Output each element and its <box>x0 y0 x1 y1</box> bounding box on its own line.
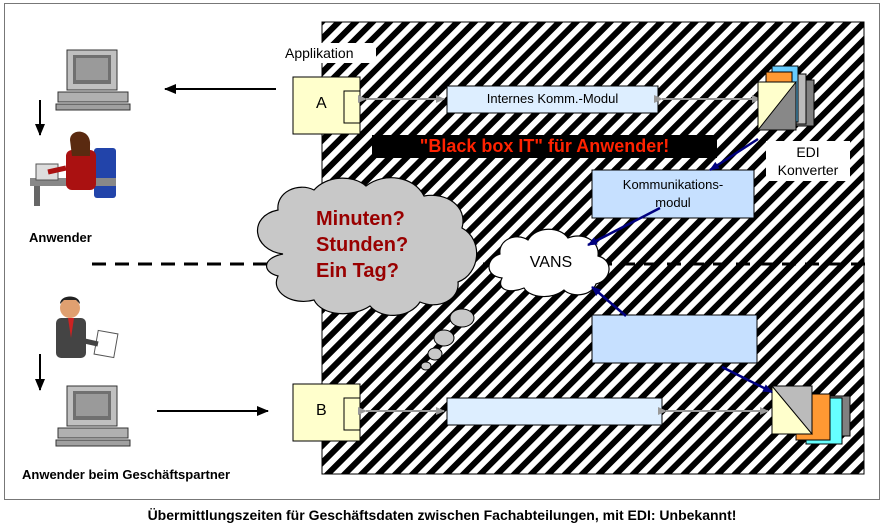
cloud-line2: Stunden? <box>316 234 408 257</box>
cloud-line3: Ein Tag? <box>316 260 399 283</box>
application-b-port <box>344 398 360 430</box>
internal-comm-module-bottom <box>447 398 662 425</box>
thought-bubble-1 <box>450 309 474 327</box>
computer-bottom-icon <box>56 386 130 446</box>
edi-label-line2: Konverter <box>766 162 850 178</box>
black-box-banner-text: "Black box IT" für Anwender! <box>372 136 717 157</box>
edi-converter-top-icon <box>758 66 814 130</box>
application-a-port <box>344 91 360 123</box>
thought-bubble-2 <box>434 330 454 346</box>
comm-module-label-line2: modul <box>592 195 754 210</box>
thought-bubble-4 <box>421 362 431 370</box>
cloud-line1: Minuten? <box>316 208 405 231</box>
computer-top-icon <box>56 50 130 110</box>
applikation-label: Applikation <box>285 45 354 61</box>
application-b-label: B <box>316 402 327 420</box>
figure-caption: Übermittlungszeiten für Geschäftsdaten z… <box>0 507 884 523</box>
edi-label-line1: EDI <box>766 144 850 160</box>
anwender-label: Anwender <box>29 230 92 245</box>
comm-module-label-line1: Kommunikations- <box>592 177 754 192</box>
user-at-desk-icon <box>30 132 116 206</box>
business-partner-icon <box>56 297 118 359</box>
comm-module-bottom-box <box>592 315 757 363</box>
application-a-label: A <box>316 95 327 113</box>
vans-label: VANS <box>504 254 598 272</box>
anwender-partner-label: Anwender beim Geschäftspartner <box>22 467 230 482</box>
thought-bubble-3 <box>428 348 442 360</box>
internal-module-label: Internes Komm.-Modul <box>447 91 658 106</box>
